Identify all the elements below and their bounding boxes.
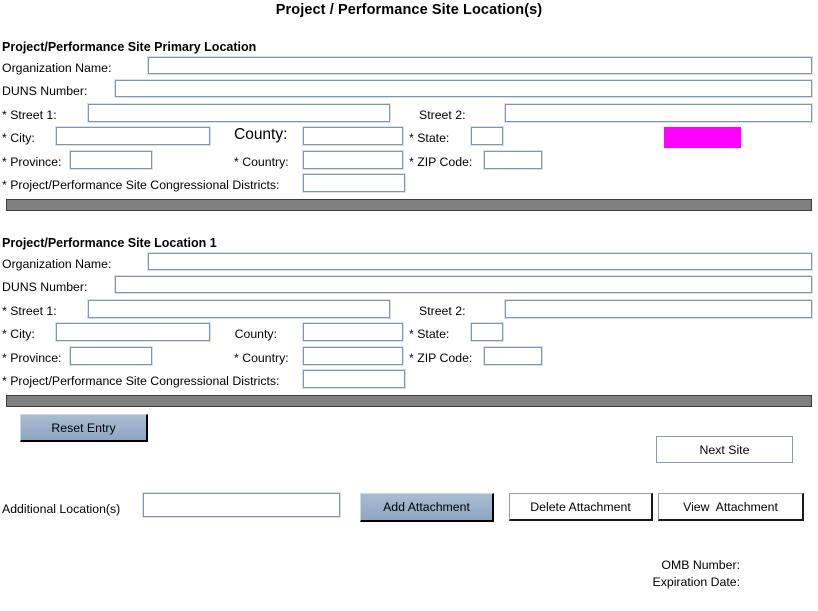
expiration-date-label: Expiration Date: xyxy=(652,575,741,589)
location1-city-label: * City: xyxy=(2,327,35,341)
primary-street1-label: * Street 1: xyxy=(2,108,57,122)
primary-province-input[interactable] xyxy=(70,151,152,169)
location1-zip-code-input[interactable] xyxy=(484,347,542,365)
next-site-button[interactable]: Next Site xyxy=(656,436,793,463)
section-separator-bar-2 xyxy=(6,395,812,407)
primary-province-label: * Province: xyxy=(2,155,62,169)
location1-country-label: * Country: xyxy=(234,351,289,365)
primary-duns-number-label: DUNS Number: xyxy=(2,84,88,98)
location1-organization-name-label: Organization Name: xyxy=(2,257,112,271)
location1-street2-input[interactable] xyxy=(505,300,812,318)
primary-congressional-districts-input[interactable] xyxy=(303,174,405,192)
primary-city-label: * City: xyxy=(2,131,35,145)
location1-county-label: County: xyxy=(234,327,277,341)
view-attachment-button[interactable]: View Attachment xyxy=(658,493,804,521)
section-separator-bar-1 xyxy=(6,199,812,211)
location1-heading: Project/Performance Site Location 1 xyxy=(2,236,217,250)
primary-zip-code-label: * ZIP Code: xyxy=(409,155,473,169)
primary-city-input[interactable] xyxy=(56,127,210,145)
magenta-highlight-block xyxy=(664,127,741,148)
primary-state-input[interactable] xyxy=(471,127,503,145)
location1-street2-label: Street 2: xyxy=(419,304,466,318)
location1-zip-code-label: * ZIP Code: xyxy=(409,351,473,365)
additional-locations-input[interactable] xyxy=(143,493,340,517)
primary-country-input[interactable] xyxy=(303,151,403,169)
location1-organization-name-input[interactable] xyxy=(148,253,812,270)
primary-congressional-districts-label: * Project/Performance Site Congressional… xyxy=(2,178,280,192)
location1-street1-input[interactable] xyxy=(88,300,390,318)
location1-country-input[interactable] xyxy=(303,347,403,365)
primary-zip-code-input[interactable] xyxy=(484,151,542,169)
delete-attachment-button[interactable]: Delete Attachment xyxy=(509,493,653,521)
reset-entry-button[interactable]: Reset Entry xyxy=(20,414,148,442)
location1-congressional-districts-input[interactable] xyxy=(303,370,405,388)
primary-organization-name-label: Organization Name: xyxy=(2,61,112,75)
add-attachment-button[interactable]: Add Attachment xyxy=(360,493,494,522)
primary-street1-input[interactable] xyxy=(88,104,390,122)
primary-organization-name-input[interactable] xyxy=(148,57,812,74)
location1-county-input[interactable] xyxy=(303,323,403,341)
location1-congressional-districts-label: * Project/Performance Site Congressional… xyxy=(2,374,280,388)
primary-duns-number-input[interactable] xyxy=(115,80,812,97)
primary-county-input[interactable] xyxy=(303,127,403,145)
location1-duns-number-label: DUNS Number: xyxy=(2,280,88,294)
location1-duns-number-input[interactable] xyxy=(115,276,812,293)
location1-province-input[interactable] xyxy=(70,347,152,365)
primary-street2-input[interactable] xyxy=(505,104,812,122)
location1-state-label: * State: xyxy=(409,327,450,341)
primary-county-label: County: xyxy=(234,126,288,143)
omb-number-label: OMB Number: xyxy=(661,558,740,572)
location1-state-input[interactable] xyxy=(471,323,503,341)
primary-location-heading: Project/Performance Site Primary Locatio… xyxy=(2,40,257,54)
location1-street1-label: * Street 1: xyxy=(2,304,57,318)
additional-locations-label: Additional Location(s) xyxy=(2,502,121,516)
primary-country-label: * Country: xyxy=(234,155,289,169)
page-title: Project / Performance Site Location(s) xyxy=(275,2,543,18)
primary-street2-label: Street 2: xyxy=(419,108,466,122)
location1-province-label: * Province: xyxy=(2,351,62,365)
primary-state-label: * State: xyxy=(409,131,450,145)
location1-city-input[interactable] xyxy=(56,323,210,341)
